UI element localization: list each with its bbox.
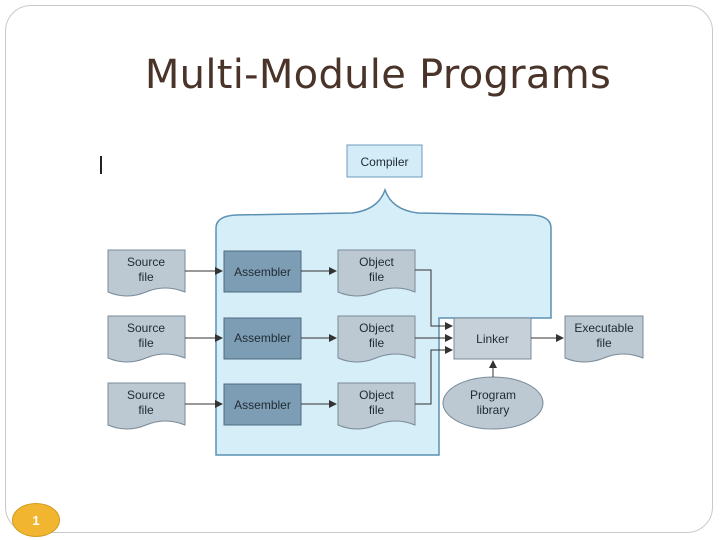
linker-label: Linker	[476, 332, 509, 346]
assembler-3-label: Assembler	[234, 398, 291, 412]
arrow-object3-linker	[415, 346, 453, 405]
source-file-2-line1: Source	[127, 321, 165, 335]
source-file-2	[107, 315, 186, 363]
object-file-1-line2: file	[369, 270, 385, 284]
source-file-3-line2: file	[138, 403, 154, 417]
source-file-3-line1: Source	[127, 388, 165, 402]
assembler-2-label: Assembler	[234, 331, 291, 345]
assembler-2	[223, 317, 302, 360]
compiler-box	[346, 144, 423, 178]
source-file-1-line2: file	[138, 270, 154, 284]
compiler-label: Compiler	[360, 155, 408, 169]
source-file-3	[107, 382, 186, 430]
executable-file-line2: file	[596, 336, 612, 350]
object-file-2	[337, 315, 416, 363]
source-file-2-line2: file	[138, 336, 154, 350]
text-cursor	[100, 156, 102, 174]
object-file-3-line1: Object	[359, 388, 394, 402]
object-file-2-line2: file	[369, 336, 385, 350]
page-number-badge: 1	[12, 503, 60, 537]
executable-file	[564, 315, 644, 363]
linker-box	[453, 317, 532, 360]
object-file-3	[337, 382, 416, 430]
program-library-line2: library	[477, 403, 510, 417]
source-file-1-line1: Source	[127, 255, 165, 269]
source-file-1	[107, 249, 186, 297]
object-file-1-line1: Object	[359, 255, 394, 269]
object-file-2-line1: Object	[359, 321, 394, 335]
object-file-1	[337, 249, 416, 297]
slide-title: Multi-Module Programs	[144, 52, 612, 98]
executable-file-line1: Executable	[574, 321, 634, 335]
assembler-1-label: Assembler	[234, 265, 291, 279]
arrow-object1-linker	[415, 269, 453, 330]
object-file-3-line2: file	[369, 403, 385, 417]
program-library-line1: Program	[470, 388, 516, 402]
